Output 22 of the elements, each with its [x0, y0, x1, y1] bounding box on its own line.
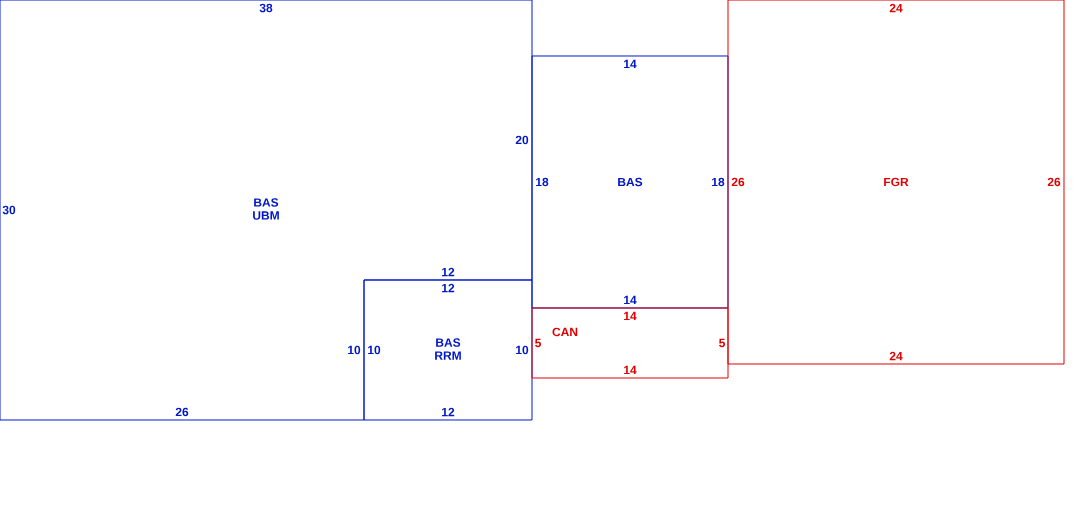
dimension-label: 26	[1047, 177, 1061, 187]
dimension-label: 12	[442, 407, 455, 417]
dimension-label: 12	[442, 267, 455, 277]
dimension-label: 10	[368, 345, 381, 355]
dimension-label: 26	[731, 177, 745, 187]
dimension-label: 14	[624, 365, 637, 375]
dimension-label: 12	[442, 283, 455, 293]
dimension-label: 5	[719, 338, 725, 348]
dimension-label: 14	[624, 59, 637, 69]
dimension-label: 18	[536, 177, 549, 187]
dimension-label: 24	[889, 351, 903, 361]
dimension-label: 30	[2, 205, 16, 215]
dimension-label: 24	[889, 3, 903, 13]
dimension-label: 26	[175, 407, 189, 417]
dimension-label: 18	[712, 177, 725, 187]
dimension-label: 14	[624, 311, 637, 321]
dimension-label: 10	[516, 345, 529, 355]
dimension-label: 38	[259, 3, 273, 13]
dimension-label: 20	[515, 135, 529, 145]
dimension-label: 14	[624, 295, 637, 305]
dimension-label: 5	[535, 338, 541, 348]
dimension-label: 10	[348, 345, 361, 355]
